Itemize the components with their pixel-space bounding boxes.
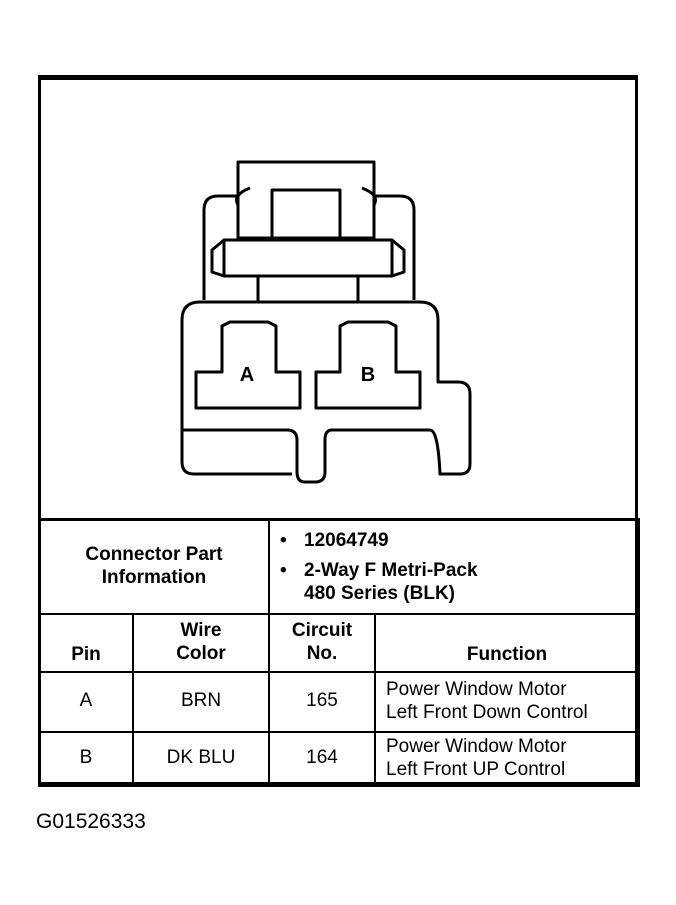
connector-latch-rib bbox=[270, 188, 342, 240]
row-circuit: 164 bbox=[268, 730, 376, 787]
figure-id: G01526333 bbox=[36, 810, 146, 833]
header-pin: Pin bbox=[38, 612, 134, 673]
connector-info-values: 12064749 2-Way F Metri-Pack 480 Series (… bbox=[267, 518, 641, 615]
pin-a-cavity bbox=[194, 320, 302, 410]
connector-info-label: Connector Part Information bbox=[38, 518, 270, 615]
row-function: Power Window Motor Left Front UP Control bbox=[373, 730, 641, 787]
info-part-number: 12064749 bbox=[280, 530, 638, 553]
table-row: B DK BLU 164 Power Window Motor Left Fro… bbox=[38, 730, 641, 787]
table-row: A BRN 165 Power Window Motor Left Front … bbox=[38, 670, 641, 733]
connector-crossbar bbox=[222, 238, 394, 278]
connector-drawing: A B bbox=[180, 160, 472, 484]
header-wire-color: Wire Color bbox=[132, 612, 270, 673]
header-circuit-no: Circuit No. bbox=[268, 612, 376, 673]
info-description: 2-Way F Metri-Pack 480 Series (BLK) bbox=[280, 560, 638, 606]
pin-b-label: B bbox=[361, 364, 375, 386]
row-wire-color: DK BLU bbox=[132, 730, 270, 787]
header-function: Function bbox=[373, 612, 641, 673]
row-function: Power Window Motor Left Front Down Contr… bbox=[373, 670, 641, 733]
header-row: Pin Wire Color Circuit No. Function bbox=[38, 612, 641, 673]
connector-back-shell bbox=[202, 194, 416, 300]
row-circuit: 165 bbox=[268, 670, 376, 733]
row-wire-color: BRN bbox=[132, 670, 270, 733]
connector-body bbox=[180, 300, 472, 484]
row-pin: A bbox=[38, 670, 134, 733]
pin-b-cavity bbox=[314, 320, 422, 410]
pin-a-label: A bbox=[240, 364, 254, 386]
connector-latch bbox=[236, 160, 376, 240]
connector-info-row: Connector Part Information 12064749 2-Wa… bbox=[38, 518, 641, 615]
row-pin: B bbox=[38, 730, 134, 787]
connector-table: Connector Part Information 12064749 2-Wa… bbox=[38, 518, 641, 787]
